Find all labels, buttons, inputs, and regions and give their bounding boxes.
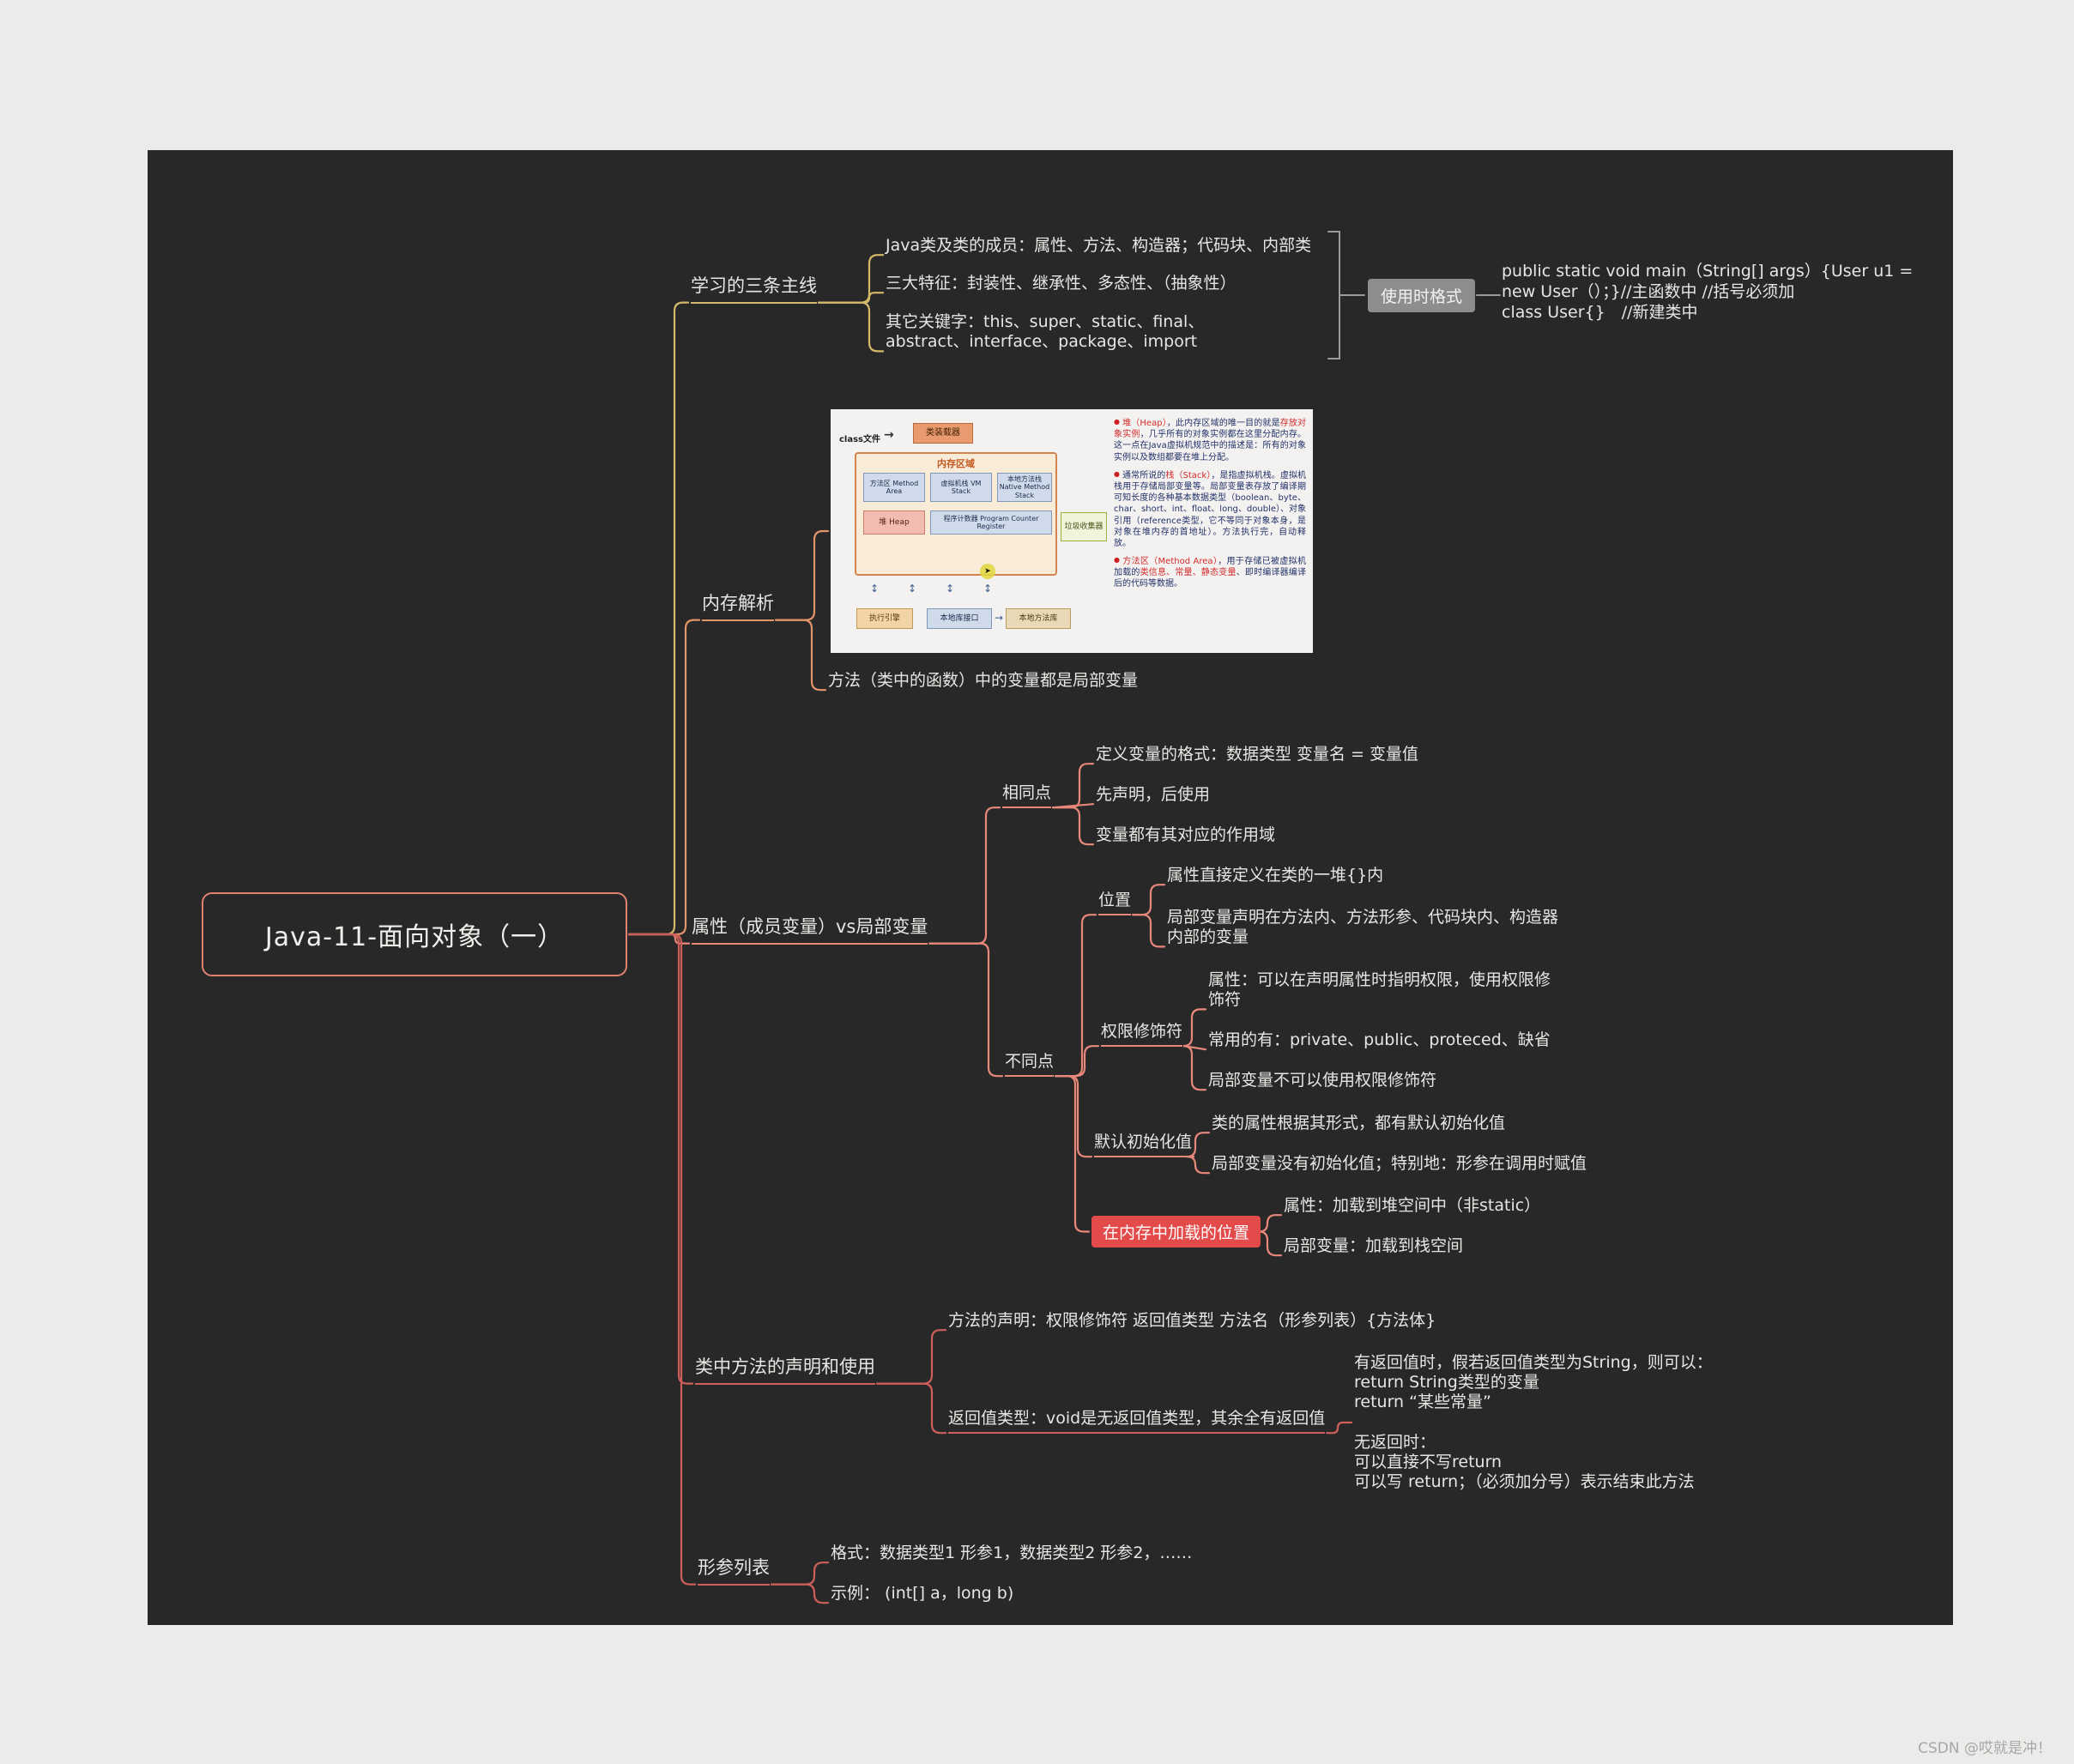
- topic-local-no-modifier: 局部变量不可以使用权限修饰符: [1208, 1071, 1437, 1090]
- topic-attr-permission: 属性：可以在声明属性时指明权限，使用权限修饰符: [1208, 970, 1551, 1010]
- grouping-bracket: [1327, 231, 1501, 359]
- node-similarities: 相同点: [1002, 783, 1052, 809]
- node-differences: 不同点: [1005, 1052, 1055, 1078]
- mindmap-canvas: [148, 150, 1953, 1625]
- topic-local-position: 局部变量声明在方法内、方法形参、代码块内、构造器内部的变量: [1167, 908, 1559, 947]
- topic-return-type: 返回值类型：void是无返回值类型，其余全有返回值: [948, 1409, 1326, 1435]
- updown-arrow-icon: ↕: [946, 583, 955, 595]
- note-heap: ●堆（Heap），此内存区域的唯一目的就是存放对象实例，几乎所有的对象实例都在这…: [1114, 418, 1307, 462]
- topic-local-variables-note: 方法（类中的函数）中的变量都是局部变量: [828, 671, 1139, 690]
- usage-code-block: public static void main（String[] args）{U…: [1502, 262, 1914, 323]
- usage-format-badge: 使用时格式: [1368, 279, 1476, 312]
- native-interface-box: 本地库接口: [927, 608, 992, 629]
- return-note-line: 有返回值时，假若返回值类型为String，则可以：: [1354, 1353, 1713, 1372]
- return-note-line: return “某些常量”: [1354, 1392, 1491, 1412]
- updown-arrow-icon: ↕: [870, 583, 880, 595]
- return-note-line: 可以写 return；（必须加分号）表示结束此方法: [1354, 1471, 1695, 1491]
- node-position: 位置: [1098, 891, 1132, 916]
- topic-three-features: 三大特征：封装性、继承性、多态性、（抽象性）: [886, 274, 1237, 293]
- usage-code-line-1: public static void main（String[] args）{U…: [1502, 262, 1914, 301]
- branch-method-declaration: 类中方法的声明和使用: [695, 1356, 875, 1385]
- topic-other-keywords: 其它关键字：this、super、static、final、abstract、i…: [886, 312, 1205, 352]
- red-bullet-icon: ●: [1114, 556, 1121, 565]
- topic-declare-first: 先声明，后使用: [1096, 785, 1211, 804]
- topic-local-no-init: 局部变量没有初始化值；特别地：形参在调用时赋值: [1212, 1154, 1587, 1173]
- pc-register-box: 程序计数器 Program Counter Register: [930, 510, 1052, 535]
- heap-box: 堆 Heap: [863, 510, 925, 535]
- updown-arrow-icon: ↕: [983, 583, 993, 595]
- topic-param-format: 格式：数据类型1 形参1，数据类型2 形参2，……: [831, 1544, 1193, 1562]
- topic-define-format: 定义变量的格式：数据类型 变量名 = 变量值: [1096, 745, 1419, 764]
- branch-learning-mainlines: 学习的三条主线: [691, 275, 817, 304]
- topic-class-members: Java类及类的成员：属性、方法、构造器；代码块、内部类: [886, 236, 1312, 255]
- branch-attr-vs-local: 属性（成员变量）vs局部变量: [692, 916, 928, 945]
- return-note-line: 可以直接不写return: [1354, 1452, 1503, 1471]
- right-arrow-icon: →: [995, 612, 1004, 624]
- jvm-memory-diagram: class文件 → 类装载器 内存区域 方法区 Method Area 虚拟机栈…: [831, 409, 1313, 653]
- topic-attr-position: 属性直接定义在类的一堆{}内: [1167, 866, 1384, 885]
- branch-memory-analysis: 内存解析: [702, 593, 774, 621]
- vm-stack-box: 虚拟机栈 VM Stack: [930, 473, 992, 502]
- memory-notes: ●堆（Heap），此内存区域的唯一目的就是存放对象实例，几乎所有的对象实例都在这…: [1114, 418, 1306, 597]
- arrow-right-icon: →: [884, 428, 894, 442]
- note-stack: ●通常所说的栈（Stack），是指虚拟机栈。虚拟机栈用于存储局部变量等。局部变量…: [1114, 469, 1307, 548]
- node-default-init: 默认初始化值: [1094, 1133, 1193, 1158]
- topic-param-example: 示例： (int[] a，long b): [831, 1584, 1014, 1603]
- red-bullet-icon: ●: [1114, 469, 1121, 478]
- note-method-area: ●方法区（Method Area），用于存储已被虚拟机加载的类信息、常量、静态变…: [1114, 556, 1307, 589]
- class-loader-box: 类装载器: [913, 423, 973, 444]
- memory-region-box: 内存区域 方法区 Method Area 虚拟机栈 VM Stack 本地方法栈…: [855, 452, 1057, 576]
- class-file-label: class文件: [839, 435, 881, 444]
- branch-parameter-list: 形参列表: [698, 1557, 770, 1586]
- memory-region-title: 内存区域: [937, 458, 975, 469]
- red-bullet-icon: ●: [1114, 418, 1121, 426]
- topic-scope: 变量都有其对应的作用域: [1096, 825, 1276, 844]
- topic-attr-default-init: 类的属性根据其形式，都有默认初始化值: [1212, 1114, 1506, 1133]
- return-note-line: 无返回时：: [1354, 1432, 1436, 1452]
- gc-box: 垃圾收集器: [1061, 512, 1107, 541]
- native-stack-box: 本地方法栈 Native Method Stack: [997, 473, 1052, 502]
- updown-arrow-icon: ↕: [908, 583, 917, 595]
- mouse-cursor-highlight: ➤: [980, 564, 995, 579]
- method-area-box: 方法区 Method Area: [863, 473, 925, 502]
- topic-common-modifiers: 常用的有：private、public、proteced、缺省: [1208, 1030, 1551, 1049]
- return-note-line: return String类型的变量: [1354, 1373, 1539, 1392]
- node-permission-modifier: 权限修饰符: [1101, 1022, 1183, 1048]
- topic-local-stack: 局部变量：加载到栈空间: [1284, 1236, 1464, 1255]
- return-value-notes: 有返回值时，假若返回值类型为String，则可以： return String类…: [1354, 1353, 1713, 1492]
- topic-attr-heap: 属性：加载到堆空间中（非static）: [1284, 1196, 1541, 1215]
- usage-code-line-2: class User{} //新建类中: [1502, 302, 1698, 322]
- topic-method-declaration-format: 方法的声明：权限修饰符 返回值类型 方法名（形参列表）{方法体}: [948, 1311, 1436, 1330]
- csdn-watermark: CSDN @哎就是冲！: [1918, 1740, 2052, 1757]
- execution-engine-box: 执行引擎: [856, 608, 913, 629]
- return-note-line: [1354, 1413, 1713, 1433]
- root-topic: Java-11-面向对象（一）: [202, 892, 627, 976]
- native-library-box: 本地方法库: [1006, 608, 1071, 629]
- node-memory-load-position: 在内存中加载的位置: [1091, 1216, 1261, 1247]
